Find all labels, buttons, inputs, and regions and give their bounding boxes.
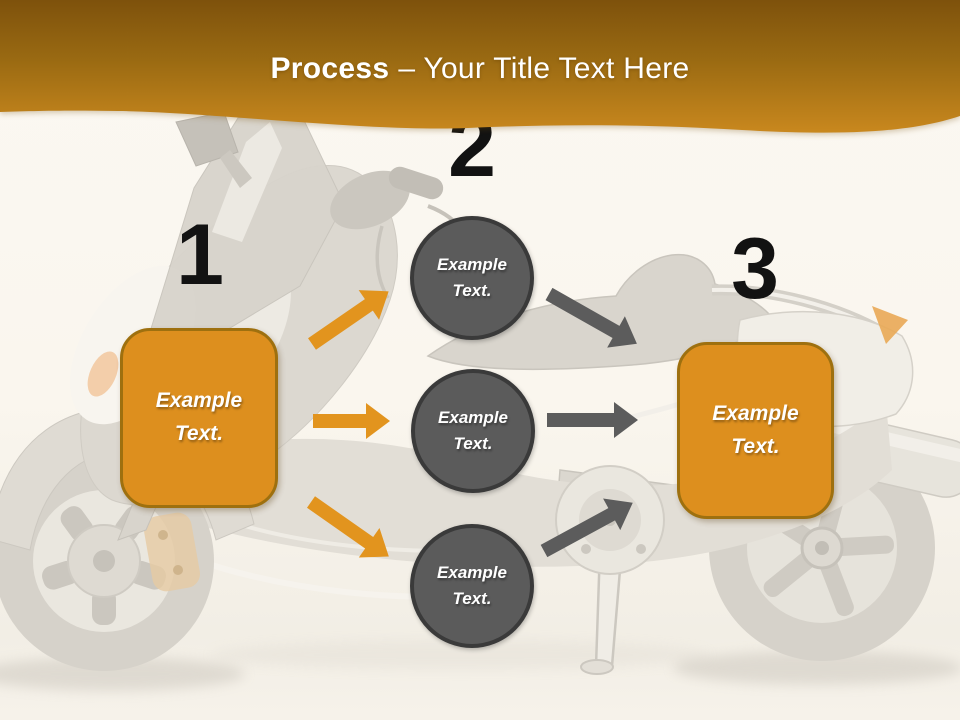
step2-circle-bottom-label: Example Text.: [437, 562, 507, 608]
step-number-3: 3: [731, 221, 779, 317]
handlebar: [330, 170, 410, 230]
step1-box-label: Example Text.: [155, 389, 243, 445]
step3-box-label: Example Text.: [712, 401, 799, 458]
step2-circle-middle-label: Example Text.: [438, 407, 508, 453]
step2-circle-bottom: Example Text.: [410, 524, 534, 648]
step-number-1: 1: [176, 207, 224, 303]
step1-box: Example Text.: [120, 328, 278, 508]
front-turn-signal: [87, 351, 119, 397]
rear-turn-signal: [872, 306, 908, 344]
arrow-box1-to-circle2: [313, 403, 390, 439]
arrow-circle3-to-box2: [540, 498, 633, 558]
step3-box: Example Text.: [677, 342, 834, 519]
header-band: [0, 0, 960, 133]
step2-circle-top-label: Example Text.: [437, 254, 507, 300]
arrow-box1-to-circle3: [306, 496, 389, 558]
step2-circle-top: Example Text.: [410, 216, 534, 340]
step2-circle-middle: Example Text.: [411, 369, 535, 493]
arrow-box1-to-circle1: [308, 290, 389, 350]
slide-title-bold: Process: [270, 52, 390, 85]
slide-title-rest: – Your Title Text Here: [398, 52, 690, 85]
arrow-circle1-to-box2: [545, 287, 637, 348]
arrow-circle2-to-box2: [547, 402, 638, 438]
slide-title: Process– Your Title Text Here: [0, 52, 960, 86]
